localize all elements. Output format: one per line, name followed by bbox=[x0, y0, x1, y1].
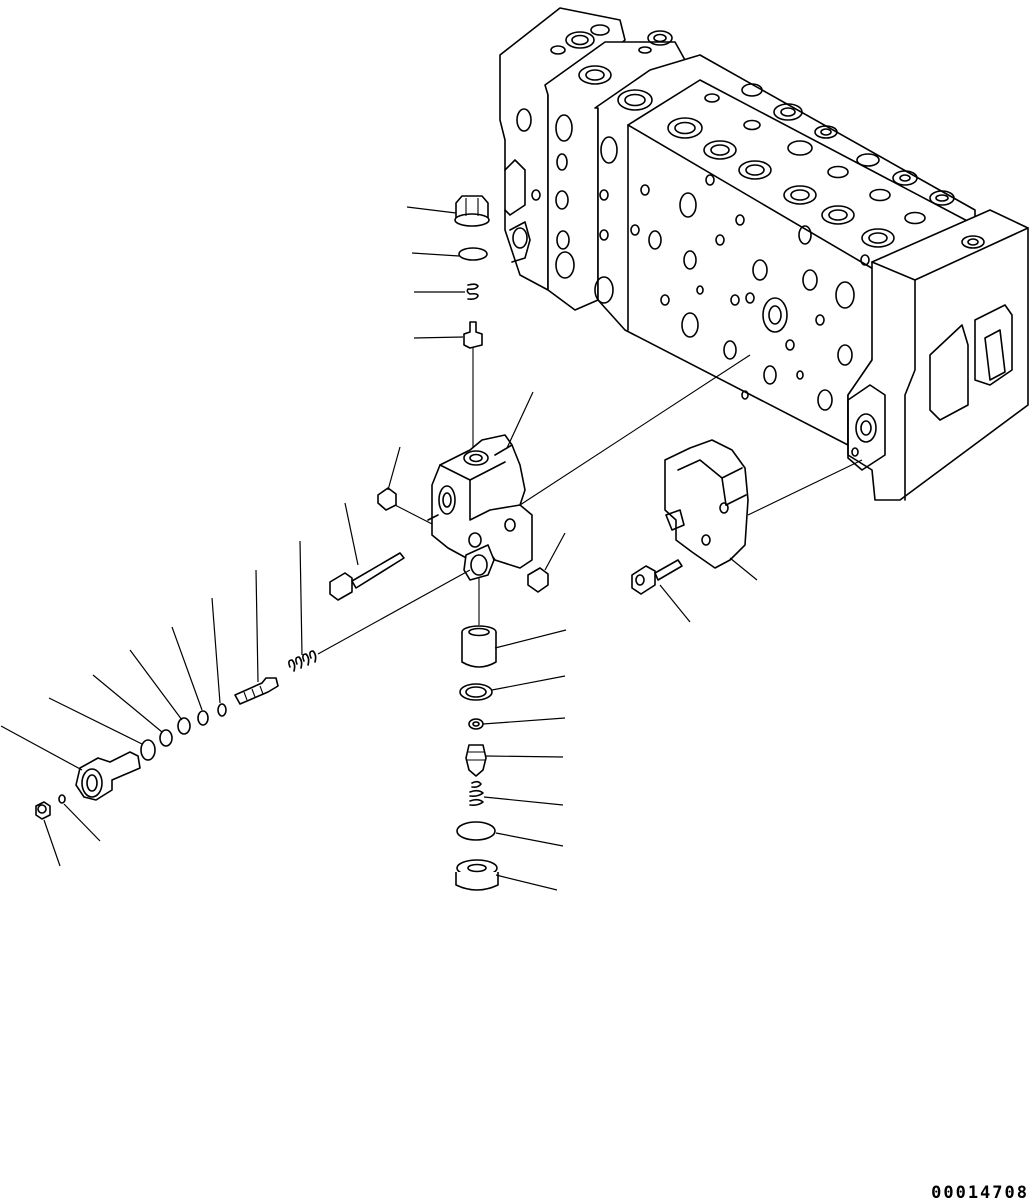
relief-valve-sleeve bbox=[75, 751, 141, 801]
spring-left bbox=[288, 650, 317, 672]
seal-ring-bottom bbox=[459, 683, 493, 701]
washer-bottom bbox=[468, 718, 484, 730]
backup-ring-1 bbox=[217, 703, 227, 717]
axis-line-bolt-hole bbox=[394, 504, 433, 525]
axis-line-left bbox=[317, 569, 471, 655]
plug-top bbox=[454, 195, 490, 227]
o-ring-left-2 bbox=[177, 717, 191, 735]
poppet-top bbox=[463, 321, 483, 349]
o-ring-top bbox=[458, 247, 488, 261]
o-ring-left-1 bbox=[197, 710, 209, 726]
o-ring-left-3 bbox=[140, 739, 156, 761]
cover-plate bbox=[664, 439, 749, 569]
axis-line-cover bbox=[747, 459, 863, 516]
leader-lines bbox=[0, 206, 758, 891]
mounting-bolt-long bbox=[329, 552, 405, 601]
control-valve-body bbox=[499, 7, 1029, 501]
spring-bottom bbox=[469, 780, 484, 806]
poppet-left bbox=[234, 677, 279, 705]
check-valve-bottom bbox=[465, 744, 487, 777]
small-plug-lower bbox=[527, 567, 549, 593]
o-ring-small-left bbox=[58, 794, 66, 804]
plug-bottom bbox=[455, 859, 499, 891]
valve-housing bbox=[427, 434, 533, 581]
piston-bottom bbox=[461, 625, 497, 668]
small-plug-left bbox=[35, 801, 51, 820]
cover-bolt bbox=[631, 559, 683, 595]
small-plug-upper bbox=[377, 487, 397, 511]
backup-ring-2 bbox=[159, 729, 173, 747]
axis-line-housing bbox=[519, 354, 751, 506]
o-ring-bottom bbox=[456, 821, 496, 841]
spring-top bbox=[466, 283, 479, 300]
drawing-number: 00014708 bbox=[931, 1183, 1029, 1203]
